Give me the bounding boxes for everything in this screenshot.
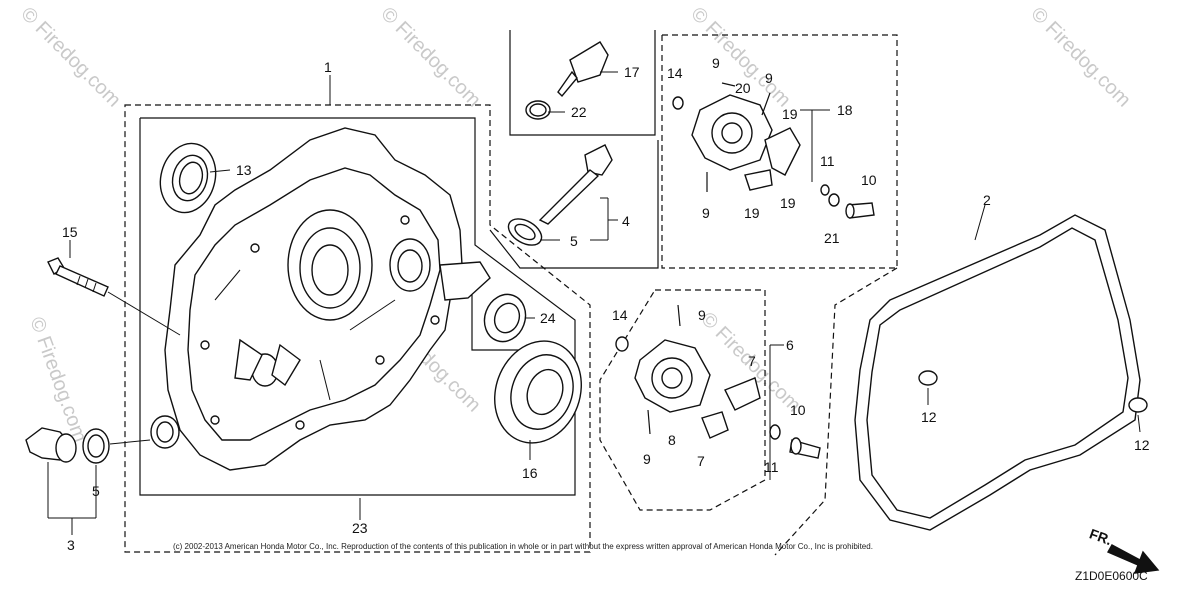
callout-15: 15 [62, 224, 78, 240]
bearing-group-outline [471, 290, 530, 351]
callout-20: 20 [735, 80, 751, 96]
callout-11: 11 [764, 459, 779, 475]
watermark: © Firedog.com [16, 3, 125, 112]
direction-label: FR. [1087, 525, 1114, 548]
callout-24: 24 [540, 310, 556, 326]
callout-2: 2 [983, 192, 991, 208]
callout-22: 22 [571, 104, 587, 120]
oil-filler-cap [25, 415, 180, 464]
flange-bolt [47, 257, 181, 336]
bearing-large [494, 340, 582, 444]
callout-10: 10 [790, 402, 806, 418]
callout-19: 19 [780, 195, 796, 211]
crankcase-cover [164, 127, 491, 471]
callout-6: 6 [786, 337, 794, 353]
callout-labels: 1 2 3 4 5 5 6 7 7 8 9 9 9 9 9 10 10 11 1… [62, 55, 1150, 553]
oil-dipstick [507, 144, 613, 246]
bearing-small [483, 293, 527, 343]
callout-9: 9 [765, 70, 773, 86]
callout-1: 1 [324, 59, 332, 75]
callout-17: 17 [624, 64, 640, 80]
callout-9: 9 [698, 307, 706, 323]
oil-pump-group-outline [599, 289, 766, 511]
callout-7: 7 [697, 453, 705, 469]
callout-19: 19 [782, 106, 798, 122]
leader-lines [47, 71, 1141, 535]
callout-3: 3 [67, 537, 75, 553]
callout-9: 9 [643, 451, 651, 467]
callout-16: 16 [522, 465, 538, 481]
callout-12: 12 [1134, 437, 1150, 453]
oil-level-gauge [525, 41, 609, 120]
callout-11: 11 [820, 153, 835, 169]
gasket [854, 214, 1148, 531]
assembly-outlines [124, 30, 898, 556]
front-direction-arrow: FR. [1087, 525, 1160, 574]
oil-level-gauge-group-outline [509, 30, 656, 136]
callout-12: 12 [921, 409, 937, 425]
callout-10: 10 [861, 172, 877, 188]
dipstick-group-outline [489, 140, 659, 269]
crankcase-cover-group-outline [124, 104, 591, 553]
callout-23: 23 [352, 520, 368, 536]
diagram-code: Z1D0E0600C [1075, 569, 1148, 583]
gasket-group-outline [774, 267, 898, 556]
watermark: © Firedog.com [1026, 3, 1135, 112]
callout-7: 7 [748, 353, 756, 369]
callout-5: 5 [570, 233, 578, 249]
callout-9: 9 [712, 55, 720, 71]
callout-19: 19 [744, 205, 760, 221]
callout-18: 18 [837, 102, 853, 118]
callout-14: 14 [667, 65, 683, 81]
copyright-notice: (c) 2002-2013 American Honda Motor Co., … [173, 542, 873, 551]
governor-assembly [672, 82, 875, 219]
callout-4: 4 [622, 213, 630, 229]
callout-5: 5 [92, 483, 100, 499]
callout-8: 8 [668, 432, 676, 448]
oil-seal [159, 142, 217, 214]
oil-pump-assembly [615, 304, 821, 459]
watermark: © Firedog.com [376, 3, 485, 112]
callout-21: 21 [824, 230, 840, 246]
callout-13: 13 [236, 162, 252, 178]
watermark: © Firedog.com [25, 314, 91, 445]
callout-14: 14 [612, 307, 628, 323]
crankcase-cover-inner-outline [139, 117, 576, 496]
governor-group-outline [661, 34, 898, 269]
callout-9: 9 [702, 205, 710, 221]
